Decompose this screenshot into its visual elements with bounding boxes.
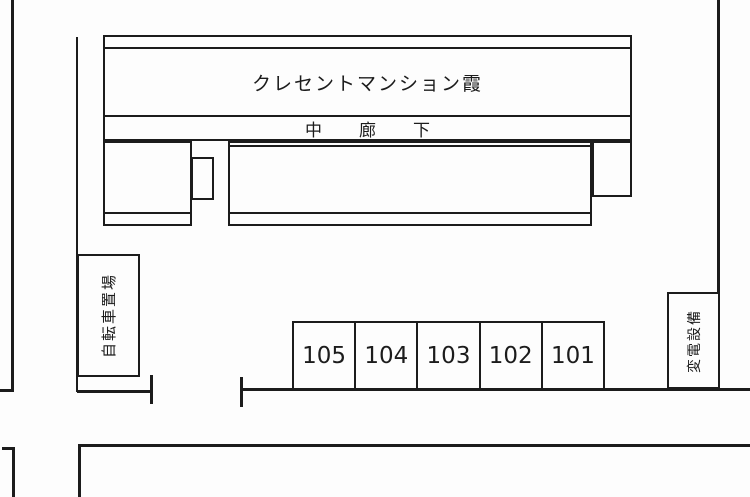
adjacent-lot-outline (78, 444, 750, 497)
parking-baseline-start-tick (240, 377, 243, 407)
right-wing-balcony-line (228, 212, 592, 214)
corridor-label: 中 廊 下 (305, 121, 440, 141)
transformer-box: 変電設備 (667, 292, 720, 389)
left-wing-balcony-line (103, 212, 192, 214)
building-name-label: クレセントマンション霞 (251, 72, 483, 95)
road-boundary-left (0, 0, 14, 392)
corridor-top-line (103, 115, 632, 117)
building-name-band: クレセントマンション霞 (103, 52, 632, 112)
building-right-wing (228, 141, 592, 226)
corridor-band: 中 廊 下 (103, 116, 632, 141)
building-top-band-line (103, 47, 632, 49)
building-right-notch (592, 141, 632, 197)
property-line-left-inner (76, 37, 78, 392)
building-entrance-box (191, 157, 214, 200)
parking-space-102: 102 (478, 323, 541, 388)
building-left-wing (103, 141, 192, 226)
building-outline (103, 35, 632, 141)
bicycle-parking-box: 自転車置場 (77, 254, 140, 377)
bottom-left-lot-corner (2, 447, 15, 497)
right-wing-top-line (228, 145, 592, 147)
parking-space-105: 105 (302, 342, 347, 369)
parking-space-row: 105 104 103 102 101 (292, 321, 605, 390)
parking-space-104: 104 (354, 323, 416, 388)
bicycle-baseline-end-tick (150, 375, 153, 404)
parking-space-103: 103 (416, 323, 478, 388)
property-line-right (717, 0, 720, 390)
transformer-label: 変電設備 (686, 308, 703, 373)
bicycle-area-baseline (77, 390, 152, 393)
parking-space-101: 101 (540, 323, 603, 388)
bicycle-parking-label: 自転車置場 (100, 272, 119, 359)
